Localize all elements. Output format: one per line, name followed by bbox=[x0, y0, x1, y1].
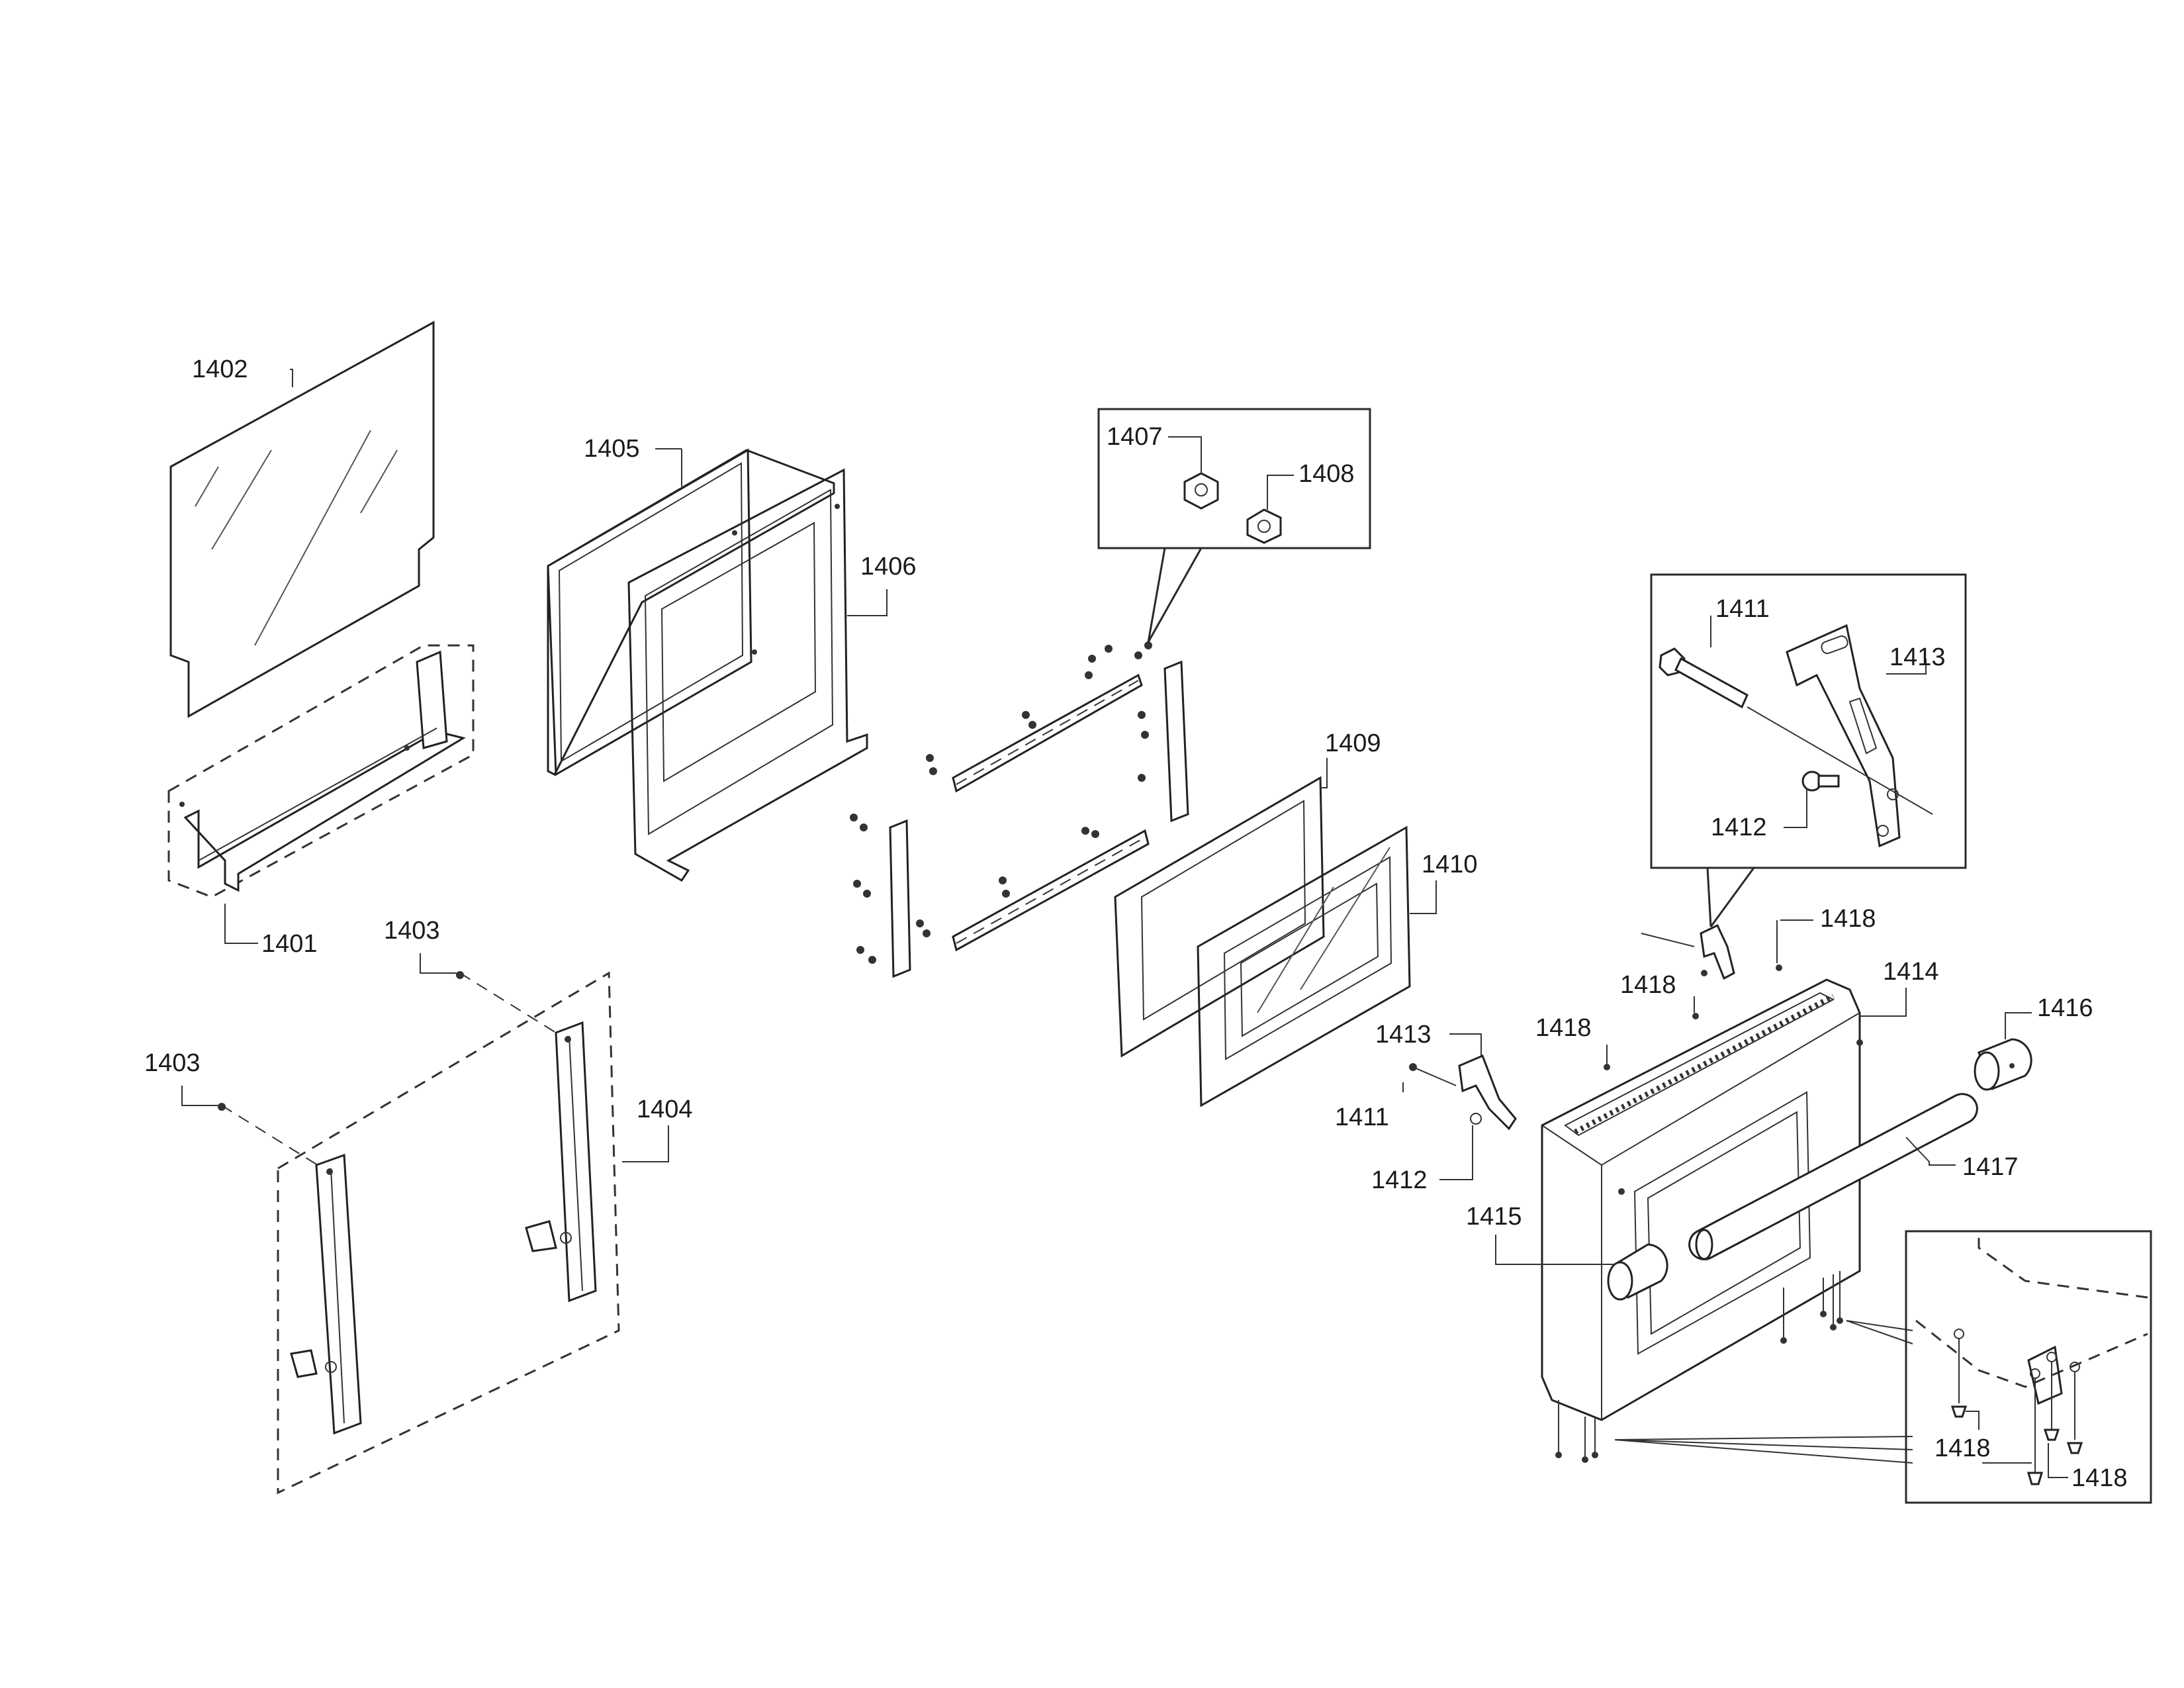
label-1412-mid: 1412 bbox=[1371, 1166, 1428, 1194]
label-1414: 1414 bbox=[1883, 958, 1939, 986]
label-1413-mid: 1413 bbox=[1375, 1021, 1432, 1049]
label-1411-mid: 1411 bbox=[1335, 1103, 1389, 1131]
label-1418-c: 1418 bbox=[1535, 1014, 1592, 1042]
part-1401-bottom-bracket bbox=[167, 644, 475, 898]
hex-nut-1407 bbox=[1183, 472, 1219, 510]
part-1402-glass-panel bbox=[169, 320, 435, 718]
center-screws bbox=[850, 641, 1152, 964]
part-1405-door-frame bbox=[547, 448, 835, 776]
screw-1412-inset bbox=[1801, 771, 1840, 792]
part-1414-outer-door bbox=[1541, 978, 1863, 1421]
inset-box-1411-1413 bbox=[1650, 573, 1967, 927]
inset-box-bottom-screws bbox=[1905, 1230, 2152, 1504]
bracket-1413-inset bbox=[1786, 624, 1901, 848]
label-1412-inset: 1412 bbox=[1711, 814, 1767, 841]
label-1403-right: 1403 bbox=[384, 917, 440, 945]
center-channel-brackets bbox=[889, 660, 1189, 978]
label-1409: 1409 bbox=[1325, 729, 1381, 757]
label-1405: 1405 bbox=[584, 435, 640, 463]
part-1409-gasket-frame bbox=[1114, 776, 1325, 1058]
label-1402: 1402 bbox=[192, 355, 248, 383]
hinge-left bbox=[290, 1153, 362, 1435]
label-1408: 1408 bbox=[1298, 460, 1355, 488]
part-1415-handle-mount bbox=[1607, 1243, 1668, 1301]
inset-box-1407-1408 bbox=[1097, 408, 1371, 643]
screw-1418-inset-c bbox=[2043, 1429, 2060, 1441]
label-1410: 1410 bbox=[1422, 851, 1478, 878]
screw-1418-inset-b bbox=[2026, 1472, 2044, 1485]
label-1403-left: 1403 bbox=[144, 1049, 201, 1077]
hinge-right bbox=[525, 1021, 597, 1303]
screw-1418-inset-d bbox=[2066, 1442, 2083, 1454]
part-1410-outer-glass bbox=[1197, 825, 1411, 1107]
label-1418-b: 1418 bbox=[1620, 971, 1676, 999]
label-1418-a: 1418 bbox=[1820, 905, 1876, 933]
label-1417: 1417 bbox=[1962, 1153, 2019, 1181]
label-1411-inset: 1411 bbox=[1715, 595, 1770, 623]
lock-nut-1408 bbox=[1246, 508, 1282, 544]
label-1404: 1404 bbox=[637, 1096, 693, 1123]
label-1401: 1401 bbox=[261, 930, 318, 958]
label-1415: 1415 bbox=[1466, 1203, 1522, 1231]
hinge-bracket-upper-right bbox=[1641, 923, 1735, 980]
label-1407: 1407 bbox=[1107, 423, 1163, 451]
bolt-1411-inset bbox=[1659, 647, 1749, 709]
label-1406: 1406 bbox=[860, 553, 917, 581]
door-screws-1418 bbox=[1555, 964, 1843, 1463]
label-1418-e: 1418 bbox=[2071, 1464, 2128, 1492]
screw-1418-inset-a bbox=[1950, 1405, 1968, 1418]
label-1416: 1416 bbox=[2037, 994, 2093, 1022]
label-1418-d: 1418 bbox=[1934, 1434, 1991, 1462]
part-1417-door-handle-bar bbox=[1688, 1093, 1978, 1260]
part-1406-inner-door-panel bbox=[627, 468, 868, 882]
label-1413-inset: 1413 bbox=[1889, 643, 1946, 671]
hinge-bracket-middle bbox=[1409, 1055, 1517, 1131]
part-1416-handle-end-cap bbox=[1974, 1038, 2032, 1091]
part-1404-door-hinges bbox=[218, 971, 620, 1495]
